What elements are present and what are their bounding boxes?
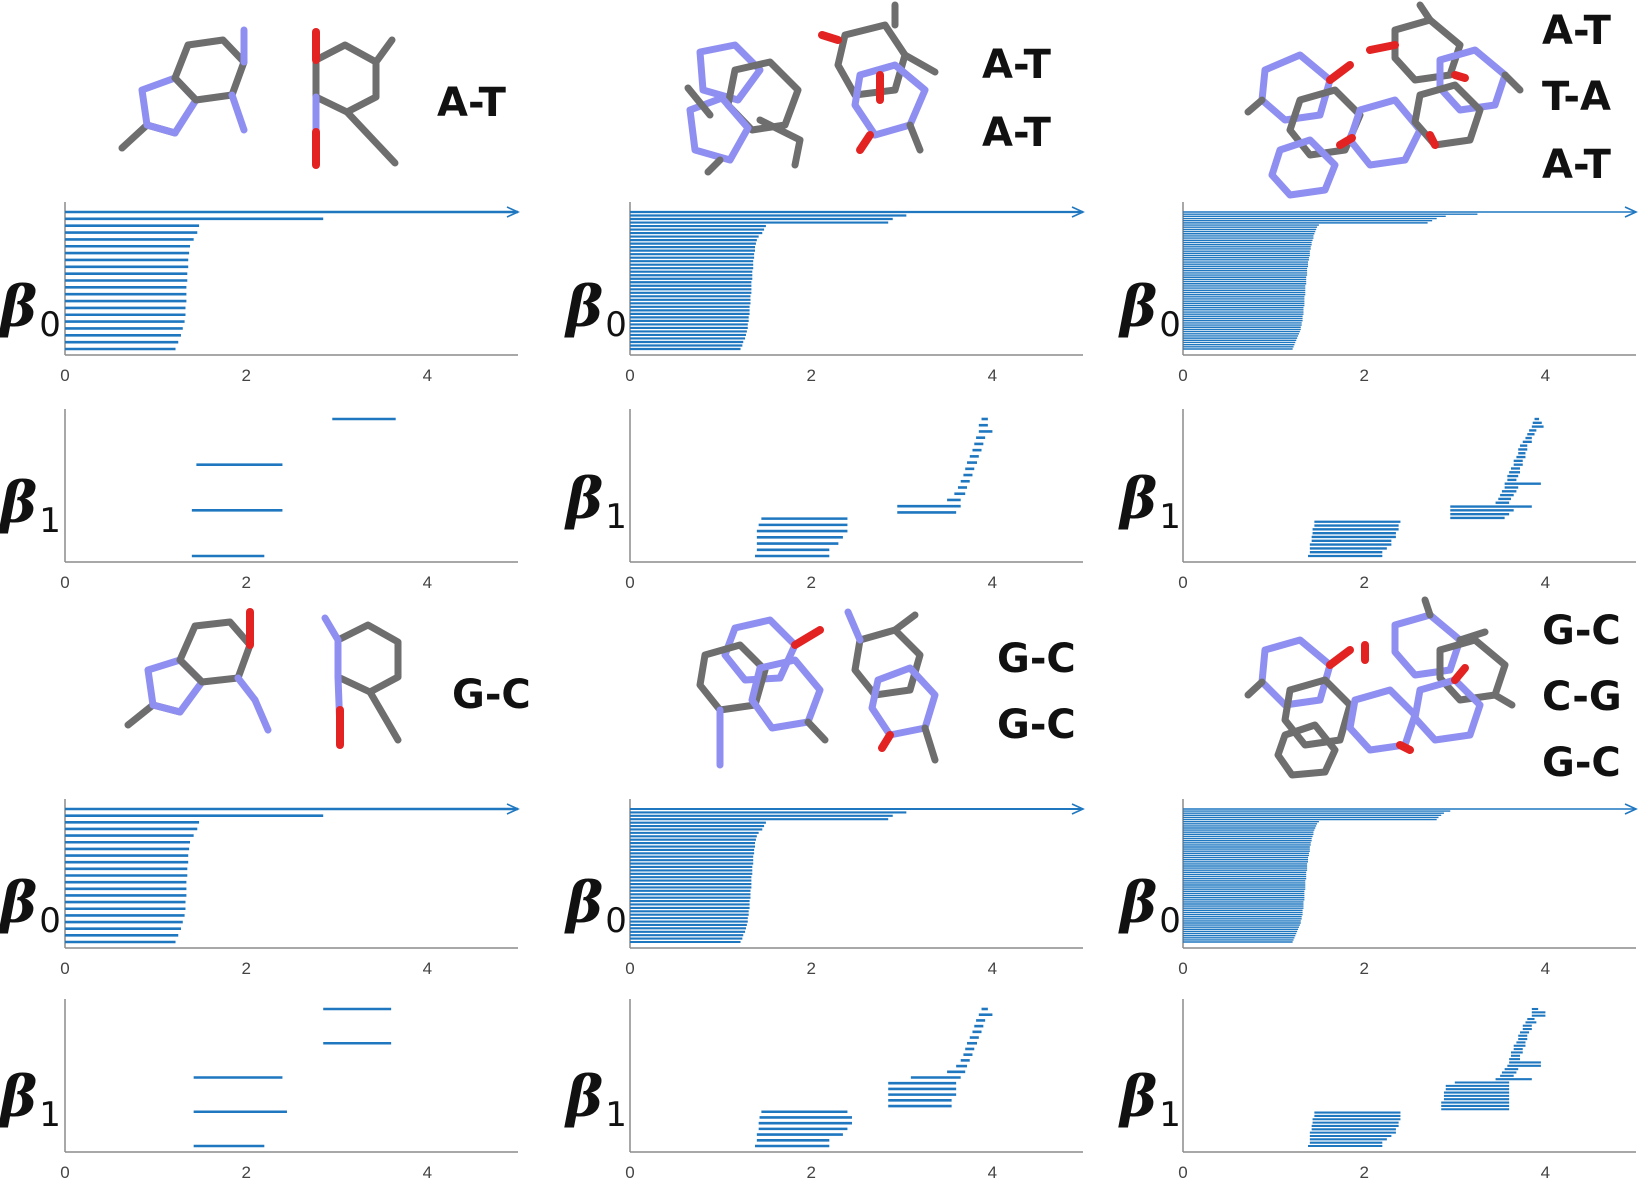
x-tick-label: 4	[1541, 1163, 1550, 1182]
x-tick-label: 0	[625, 959, 634, 978]
infinite-bar-arrow	[1071, 206, 1085, 218]
x-tick-label: 2	[806, 573, 815, 592]
molecule-at-1	[118, 26, 399, 169]
svg-text:β0: β0	[564, 274, 627, 345]
gc-2-beta0-plot: 0 2 4	[625, 799, 1085, 978]
molecule-at-2	[684, 1, 939, 176]
beta0-label: β0	[0, 870, 61, 941]
molecule-at-3	[1244, 1, 1524, 199]
x-tick-label: 4	[423, 1163, 432, 1182]
svg-text:β1: β1	[564, 1064, 627, 1135]
beta0-label: β0	[1118, 274, 1181, 345]
beta0-label: β0	[564, 870, 627, 941]
x-tick-label: 4	[988, 959, 997, 978]
at-3-beta1-plot: 0 2 4	[1178, 409, 1636, 592]
at-1-beta0-plot: 0 2 4	[60, 202, 520, 385]
x-tick-label: 0	[625, 366, 634, 385]
svg-text:β1: β1	[0, 470, 61, 541]
beta1-label: β1	[0, 1064, 61, 1135]
beta1-label: β1	[1118, 466, 1181, 537]
x-tick-label: 2	[1359, 366, 1368, 385]
pair-label: C-G	[1542, 674, 1622, 720]
svg-text:β1: β1	[564, 466, 627, 537]
x-tick-label: 2	[241, 573, 250, 592]
pair-label: A-T	[437, 80, 507, 126]
x-tick-label: 0	[625, 1163, 634, 1182]
x-tick-label: 4	[423, 959, 432, 978]
gc-1-beta1-plot: 0 2 4	[60, 999, 518, 1182]
svg-text:β1: β1	[0, 1064, 61, 1135]
x-tick-label: 4	[1541, 573, 1550, 592]
x-tick-label: 4	[1541, 959, 1550, 978]
barcode-plots: 0 2 4 0 2 4 0 2 4 0 2 4 0 2 4 0 2 4 0 2 4 0 2 4 0 2 4 0 2 4 0 2 4 0 2 4	[60, 202, 1638, 1182]
x-tick-label: 4	[1541, 366, 1550, 385]
molecule-gc-2	[696, 608, 939, 769]
gc-3-beta1-plot: 0 2 4	[1178, 999, 1636, 1182]
at-2-beta1-plot: 0 2 4	[625, 409, 1083, 592]
svg-text:β0: β0	[564, 870, 627, 941]
x-tick-label: 2	[241, 366, 250, 385]
x-tick-label: 0	[60, 959, 69, 978]
x-tick-label: 0	[1178, 959, 1187, 978]
x-tick-label: 0	[625, 573, 634, 592]
pair-label: T-A	[1542, 74, 1611, 120]
beta1-label: β1	[564, 1064, 627, 1135]
pair-label: A-T	[1542, 8, 1612, 54]
pair-label: G-C	[997, 702, 1076, 748]
x-tick-label: 4	[988, 573, 997, 592]
at-3-beta0-plot: 0 2 4	[1178, 202, 1638, 385]
infinite-bar-arrow	[1624, 206, 1638, 218]
at-2-beta0-plot: 0 2 4	[625, 202, 1085, 385]
x-tick-label: 0	[60, 366, 69, 385]
infinite-bar-arrow	[1071, 803, 1085, 815]
pair-label: G-C	[1542, 740, 1621, 786]
x-tick-label: 0	[1178, 366, 1187, 385]
infinite-bar-arrow	[506, 803, 520, 815]
gc-2-beta1-plot: 0 2 4	[625, 999, 1083, 1182]
svg-text:β1: β1	[1118, 466, 1181, 537]
x-tick-label: 0	[60, 573, 69, 592]
svg-text:β0: β0	[0, 870, 61, 941]
x-tick-label: 4	[423, 366, 432, 385]
x-tick-label: 2	[1359, 959, 1368, 978]
x-tick-label: 2	[806, 959, 815, 978]
x-tick-label: 2	[806, 366, 815, 385]
infinite-bar-arrow	[506, 206, 520, 218]
x-tick-label: 2	[241, 959, 250, 978]
svg-text:β0: β0	[1118, 274, 1181, 345]
gc-1-beta0-plot: 0 2 4	[60, 799, 520, 978]
x-tick-label: 0	[60, 1163, 69, 1182]
x-tick-label: 4	[423, 573, 432, 592]
x-tick-label: 0	[1178, 1163, 1187, 1182]
beta0-label: β0	[0, 274, 61, 345]
molecule-gc-3	[1244, 596, 1516, 779]
beta1-label: β1	[564, 466, 627, 537]
x-tick-label: 2	[806, 1163, 815, 1182]
svg-text:β1: β1	[1118, 1064, 1181, 1135]
gc-3-beta0-plot: 0 2 4	[1178, 799, 1638, 978]
pair-label: A-T	[982, 110, 1052, 156]
pair-label: A-T	[1542, 142, 1612, 188]
pair-label: G-C	[1542, 608, 1621, 654]
x-tick-label: 2	[241, 1163, 250, 1182]
x-tick-label: 4	[988, 366, 997, 385]
svg-text:β0: β0	[0, 274, 61, 345]
pair-label: G-C	[452, 672, 531, 718]
x-tick-label: 0	[1178, 573, 1187, 592]
x-tick-label: 4	[988, 1163, 997, 1182]
x-tick-label: 2	[1359, 1163, 1368, 1182]
molecule-gc-1	[124, 608, 402, 749]
pair-label: A-T	[982, 42, 1052, 88]
x-tick-label: 2	[1359, 573, 1368, 592]
beta0-label: β0	[564, 274, 627, 345]
pair-label: G-C	[997, 636, 1076, 682]
beta1-label: β1	[0, 470, 61, 541]
infinite-bar-arrow	[1624, 803, 1638, 815]
at-1-beta1-plot: 0 2 4	[60, 409, 518, 592]
beta0-label: β0	[1118, 870, 1181, 941]
beta1-label: β1	[1118, 1064, 1181, 1135]
svg-text:β0: β0	[1118, 870, 1181, 941]
